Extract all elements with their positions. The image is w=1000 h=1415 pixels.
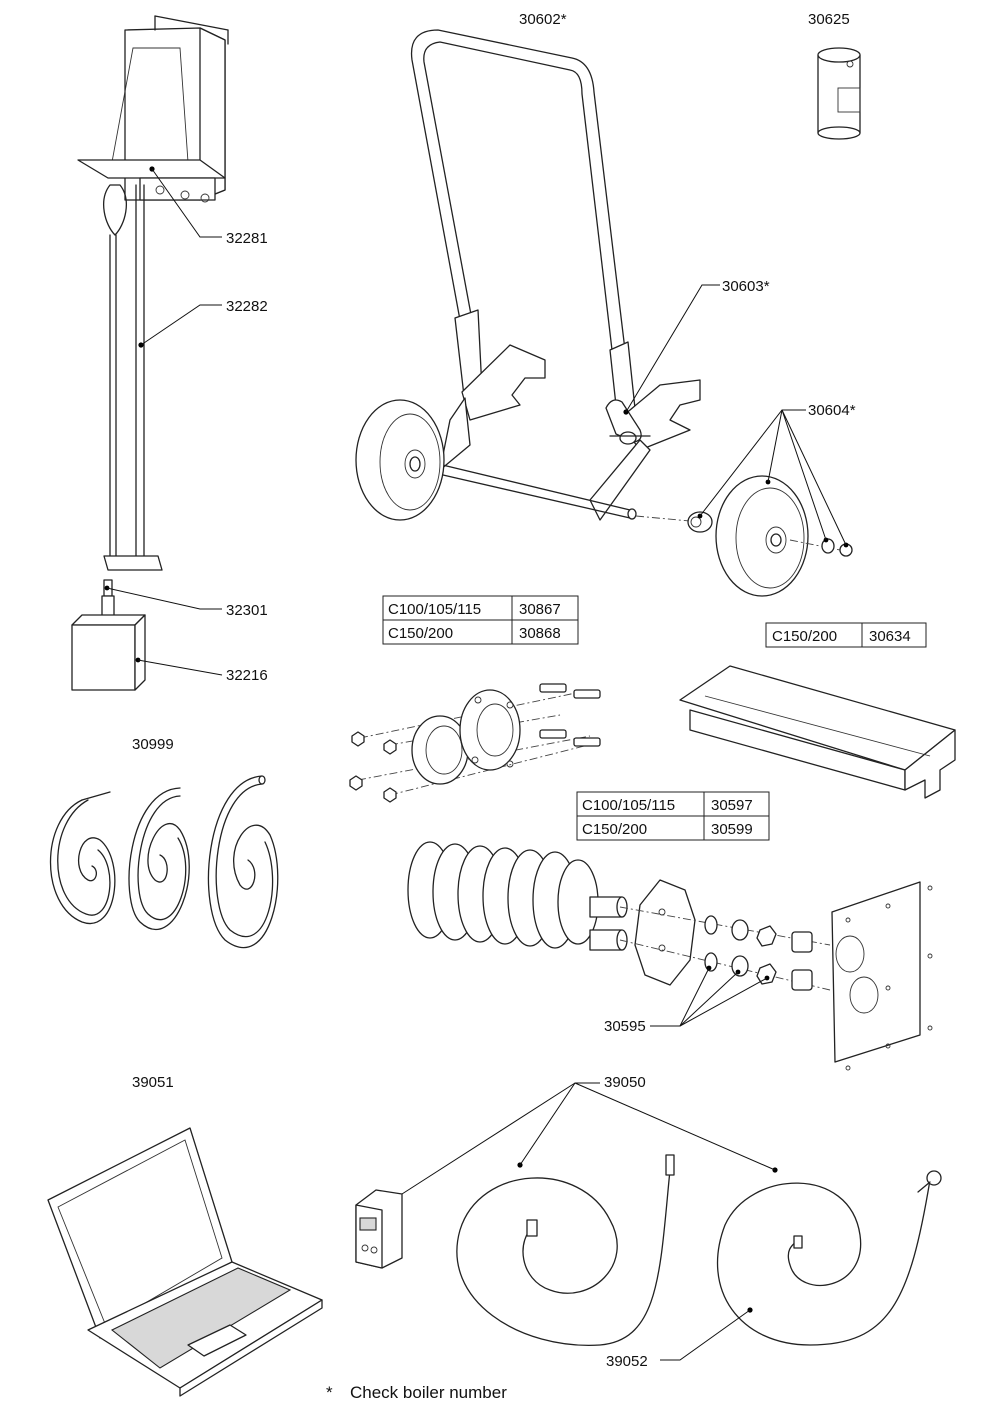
flange-row-2-model: C150/200 <box>388 625 453 642</box>
latch-30603-drawing <box>605 399 651 445</box>
cylinder-30625-drawing <box>817 47 861 140</box>
cable-coil-2-drawing <box>716 1167 942 1346</box>
label-32216: 32216 <box>226 667 268 684</box>
wheel-set-30604-drawing <box>687 475 853 597</box>
label-30625: 30625 <box>808 11 850 28</box>
rail-30634-drawing <box>679 665 956 799</box>
footnote-mark: * <box>326 1383 333 1402</box>
label-30602: 30602* <box>519 11 567 28</box>
footnote: * Check boiler number <box>326 1383 507 1402</box>
leader-lines <box>106 168 847 1361</box>
flange-row-2-part: 30868 <box>519 625 561 642</box>
footnote-text: Check boiler number <box>350 1383 507 1402</box>
spiral-tubes-30999-drawing <box>49 775 279 949</box>
flange-row-1-part: 30867 <box>519 601 561 618</box>
probe-rod-32282-drawing <box>103 184 163 571</box>
label-30603: 30603* <box>722 278 770 295</box>
element-row-1-part: 30597 <box>711 797 753 814</box>
rail-variant-table: C150/200 30634 <box>765 622 927 648</box>
element-row-2-part: 30599 <box>711 821 753 838</box>
laptop-39051-drawing <box>47 1127 323 1397</box>
label-32301: 32301 <box>226 602 268 619</box>
element-row-1-model: C100/105/115 <box>582 797 675 814</box>
wall-holder-32281-drawing <box>77 15 229 203</box>
label-30604: 30604* <box>808 402 856 419</box>
element-row-2-model: C150/200 <box>582 821 647 838</box>
part-labels: 30602* 30625 32281 32282 30603* 30604* 3… <box>132 11 856 1370</box>
controller-unit-drawing <box>355 1189 403 1269</box>
left-wheel-drawing <box>355 399 445 521</box>
heating-element-30595-drawing <box>407 841 933 1071</box>
element-variant-table: C100/105/115 30597 C150/200 30599 <box>576 791 770 841</box>
label-32282: 32282 <box>226 298 268 315</box>
label-30595: 30595 <box>604 1018 646 1035</box>
rail-row-1-model: C150/200 <box>772 628 837 645</box>
rail-row-1-part: 30634 <box>869 628 911 645</box>
label-32281: 32281 <box>226 230 268 247</box>
flange-variant-table: C100/105/115 30867 C150/200 30868 <box>382 595 579 645</box>
label-39050: 39050 <box>604 1074 646 1091</box>
electrode-box-32216-drawing <box>71 614 146 691</box>
label-30999: 30999 <box>132 736 174 753</box>
flange-row-1-model: C100/105/115 <box>388 601 481 618</box>
flange-kit-drawing <box>349 683 601 803</box>
label-39052: 39052 <box>606 1353 648 1370</box>
cable-coil-1-drawing <box>456 1154 675 1346</box>
label-39051: 39051 <box>132 1074 174 1091</box>
sensor-32301-drawing <box>101 579 115 617</box>
trolley-frame-30602-drawing <box>410 29 701 523</box>
